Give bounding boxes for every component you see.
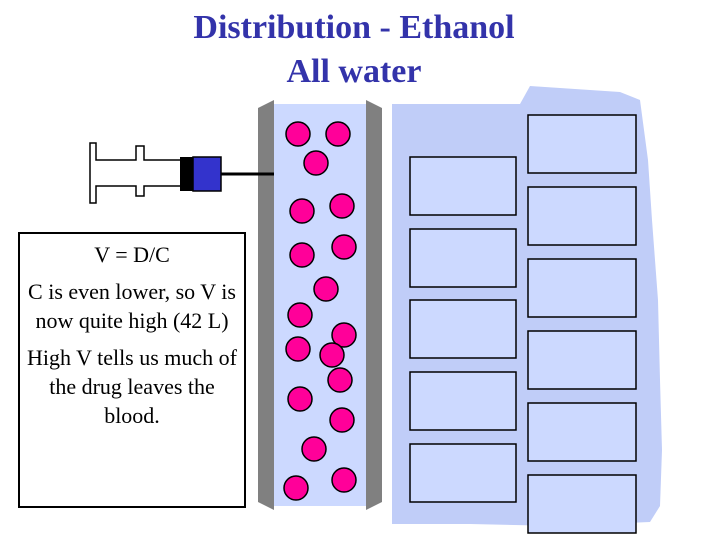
cell bbox=[527, 402, 637, 462]
cell bbox=[409, 228, 517, 288]
molecule bbox=[329, 407, 355, 433]
formula-text: V = D/C bbox=[94, 242, 170, 267]
molecule bbox=[331, 467, 357, 493]
tissue-cells bbox=[409, 114, 637, 534]
molecule bbox=[301, 436, 327, 462]
cell bbox=[527, 330, 637, 390]
molecule bbox=[325, 121, 351, 147]
cell bbox=[409, 371, 517, 431]
drug-molecules bbox=[283, 121, 357, 501]
molecule bbox=[285, 121, 311, 147]
explanation-textbox: V = D/C C is even lower, so V is now qui… bbox=[18, 232, 246, 508]
syringe bbox=[89, 142, 274, 204]
molecule bbox=[285, 336, 311, 362]
molecule bbox=[329, 193, 355, 219]
molecule bbox=[313, 276, 339, 302]
molecule bbox=[319, 342, 345, 368]
cell bbox=[409, 443, 517, 503]
vessel-wall-right bbox=[366, 100, 382, 510]
title-line-1: Distribution - Ethanol bbox=[193, 9, 515, 46]
molecule bbox=[283, 475, 309, 501]
molecule bbox=[331, 322, 357, 348]
cell bbox=[527, 474, 637, 534]
molecule bbox=[289, 242, 315, 268]
syringe-plunger-tip bbox=[192, 156, 222, 192]
molecule bbox=[303, 150, 329, 176]
molecule bbox=[287, 386, 313, 412]
molecule bbox=[289, 198, 315, 224]
cell bbox=[409, 299, 517, 359]
explanation-paragraph-1: C is even lower, so V is now quite high … bbox=[28, 279, 236, 333]
vessel-wall-left bbox=[258, 100, 274, 510]
molecule bbox=[287, 302, 313, 328]
cell bbox=[409, 156, 517, 216]
cell bbox=[527, 114, 637, 174]
title-line-2: All water bbox=[286, 53, 422, 90]
cell bbox=[527, 186, 637, 246]
slide-title: Distribution - Ethanol All water bbox=[0, 6, 708, 94]
molecule bbox=[331, 234, 357, 260]
explanation-paragraph-2: High V tells us much of the drug leaves … bbox=[26, 345, 238, 428]
molecule bbox=[327, 367, 353, 393]
syringe-barrel-end bbox=[180, 157, 194, 191]
cell bbox=[527, 258, 637, 318]
syringe-plunger-handle bbox=[89, 142, 183, 204]
